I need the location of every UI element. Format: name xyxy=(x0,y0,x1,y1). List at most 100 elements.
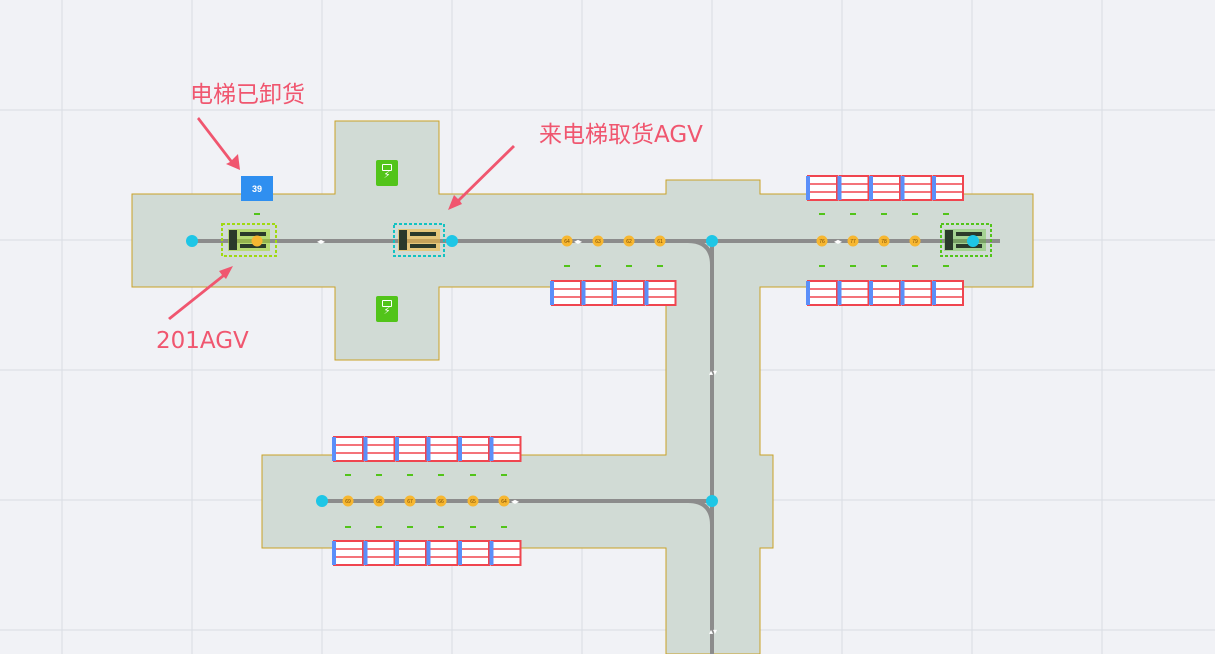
agv-elevator-pickup[interactable] xyxy=(393,223,445,257)
location-mark xyxy=(501,474,507,476)
location-mark xyxy=(345,526,351,528)
top-right-upper-shelf xyxy=(900,175,933,201)
waypoint: 62 xyxy=(623,235,635,247)
waypoint-label: 67 xyxy=(407,499,413,505)
location-mark xyxy=(376,526,382,528)
top-right-upper-shelf xyxy=(869,175,901,201)
location-mark xyxy=(912,213,918,215)
waypoint xyxy=(251,235,263,247)
bottom-lower-shelf xyxy=(332,540,364,566)
waypoint-label: 63 xyxy=(595,239,601,245)
location-mark xyxy=(470,474,476,476)
location-mark xyxy=(657,265,663,267)
shelf-racks xyxy=(332,175,964,566)
top-middle-lower-shelf xyxy=(613,280,645,306)
top-right-upper-shelf xyxy=(837,175,870,201)
bottom-lower-shelf xyxy=(458,540,490,566)
location-mark xyxy=(501,526,507,528)
zone-top-corridor xyxy=(131,120,1034,654)
top-right-lower-shelf xyxy=(837,280,870,306)
location-mark xyxy=(943,213,949,215)
location-mark xyxy=(470,526,476,528)
annotation-elevator-pickup-agv: 来电梯取货AGV xyxy=(539,122,703,148)
arrow-left-1: ◂▸ xyxy=(317,237,325,246)
top-right-lower-shelf xyxy=(932,280,964,306)
pointer-elevator xyxy=(197,117,240,170)
waypoint-label: 65 xyxy=(470,499,476,505)
top-right-upper-shelf xyxy=(806,175,838,201)
bottom-upper-shelf xyxy=(489,436,522,462)
top-middle-lower-shelf xyxy=(644,280,677,306)
bottom-upper-shelf xyxy=(363,436,396,462)
waypoint-label: 66 xyxy=(438,499,444,505)
elevator-marker[interactable]: 39 xyxy=(241,176,273,201)
location-mark xyxy=(881,265,887,267)
location-mark xyxy=(407,526,413,528)
arrow-left-2: ◂▸ xyxy=(574,237,582,246)
waypoint: 61 xyxy=(654,235,666,247)
location-labels xyxy=(254,213,949,528)
top-right-upper-shelf xyxy=(932,175,964,201)
location-mark xyxy=(376,474,382,476)
waypoint-label: 62 xyxy=(626,239,632,245)
location-mark xyxy=(819,213,825,215)
location-mark xyxy=(254,213,260,215)
curve-top-left xyxy=(687,239,714,266)
curve-bottom-left xyxy=(687,499,714,526)
cyan-node xyxy=(706,235,718,247)
bottom-lower-shelf xyxy=(363,540,396,566)
location-mark xyxy=(438,474,444,476)
bottom-upper-shelf xyxy=(426,436,459,462)
arrow-bottom-1: ◂▸ xyxy=(511,497,519,506)
top-right-lower-shelf xyxy=(869,280,901,306)
cyan-node xyxy=(706,495,718,507)
cyan-node xyxy=(316,495,328,507)
arrow-vert-1: ▴▾ xyxy=(709,368,717,377)
waypoint: 76 xyxy=(816,235,828,247)
annotation-arrows xyxy=(168,117,515,320)
waypoint-label: 76 xyxy=(819,239,825,245)
bottom-upper-shelf xyxy=(332,436,364,462)
agv-right[interactable] xyxy=(940,223,992,257)
cyan-node xyxy=(446,235,458,247)
cyan-node xyxy=(186,235,198,247)
waypoint: 69 xyxy=(342,495,354,507)
waypoint-label: 77 xyxy=(850,239,856,245)
waypoint-label: 64 xyxy=(501,499,507,505)
location-mark xyxy=(595,265,601,267)
bottom-lower-shelf xyxy=(489,540,522,566)
bottom-upper-shelf xyxy=(458,436,490,462)
waypoint: 68 xyxy=(373,495,385,507)
charger-station-bottom[interactable]: ⚡ xyxy=(376,296,398,322)
waypoint-label: 68 xyxy=(376,499,382,505)
waypoint: 64 xyxy=(498,495,510,507)
waypoint: 63 xyxy=(592,235,604,247)
agv-vehicles[interactable] xyxy=(221,223,992,257)
top-right-lower-shelf xyxy=(806,280,838,306)
location-mark xyxy=(943,265,949,267)
annotation-elevator-unloaded: 电梯已卸货 xyxy=(190,82,305,108)
arrow-right-1: ◂▸ xyxy=(834,237,842,246)
lightning-icon: ⚡ xyxy=(383,306,391,317)
location-mark xyxy=(881,213,887,215)
location-mark xyxy=(626,265,632,267)
location-mark xyxy=(345,474,351,476)
waypoint: 67 xyxy=(404,495,416,507)
bottom-lower-shelf xyxy=(395,540,427,566)
top-middle-lower-shelf xyxy=(581,280,614,306)
top-middle-lower-shelf xyxy=(550,280,582,306)
charger-station-top[interactable]: ⚡ xyxy=(376,160,398,186)
cyan-node xyxy=(967,235,979,247)
pointer-agv-201 xyxy=(168,266,233,320)
lightning-icon: ⚡ xyxy=(383,170,391,181)
bottom-lower-shelf xyxy=(426,540,459,566)
waypoint-label: 78 xyxy=(881,239,887,245)
arrow-vert-2: ▴▾ xyxy=(709,627,717,636)
waypoint: 65 xyxy=(467,495,479,507)
location-mark xyxy=(407,474,413,476)
waypoint-label: 79 xyxy=(912,239,918,245)
bottom-upper-shelf xyxy=(395,436,427,462)
